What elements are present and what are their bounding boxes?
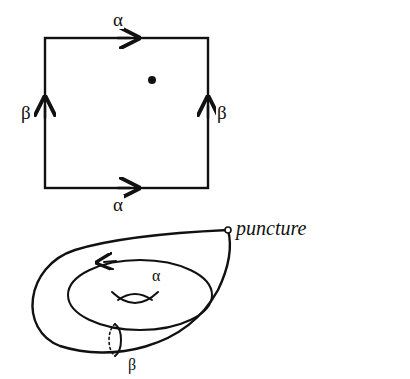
puncture-dot [148,76,156,84]
loop-arrow [104,261,116,262]
curve-label: α [151,268,161,284]
curve-label: β [20,103,32,122]
torus-outline [33,230,230,352]
edge-arrow [118,37,130,39]
curve-label: α [112,10,124,29]
torus-hole [118,294,152,300]
edge-arrow [118,187,130,189]
square-outline [45,38,208,188]
puncture-point [225,227,231,233]
beta-loop-hidden [109,324,115,356]
edge-arrow [44,106,46,118]
curve-label: β [216,103,228,122]
beta-loop [115,324,121,356]
annotation-label: puncture [235,218,307,238]
alpha-loop [68,260,212,330]
curve-label: β [127,357,137,373]
curve-label: α [112,195,124,214]
edge-arrow [207,106,209,118]
torus-hole [112,292,158,303]
